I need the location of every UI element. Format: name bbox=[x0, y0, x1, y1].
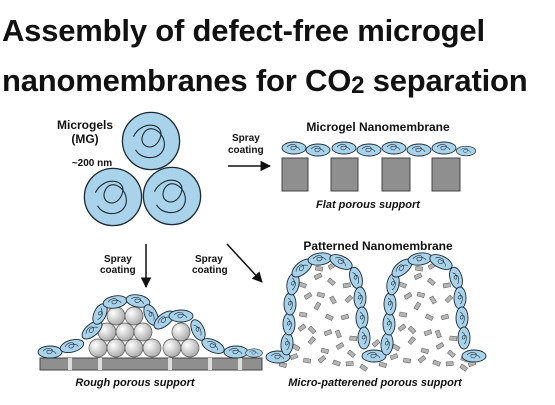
microgels-abbr: (MG) bbox=[71, 132, 98, 146]
coating-label-2: coating bbox=[100, 265, 136, 276]
rough-support-caption: Rough porous support bbox=[75, 377, 195, 389]
microgels-label: Microgels bbox=[57, 118, 113, 132]
micro-patterned-support bbox=[272, 258, 485, 372]
microgel-size-label: ~200 nm bbox=[72, 158, 112, 169]
flat-support bbox=[281, 157, 461, 192]
micro-patterned-caption: Micro-patterened porous support bbox=[288, 377, 463, 389]
flat-membrane-title: Microgel Nanomembrane bbox=[306, 120, 450, 134]
spray-label-3: Spray bbox=[195, 254, 223, 265]
flat-microgel-layer bbox=[281, 141, 476, 157]
spray-label-2: Spray bbox=[104, 254, 132, 265]
coating-label-3: coating bbox=[192, 265, 228, 276]
flat-support-caption: Flat porous support bbox=[316, 199, 421, 211]
arrow-to-patterned bbox=[226, 243, 263, 283]
rough-support bbox=[39, 306, 263, 371]
title-line-2: nanomembranes for CO2 separation bbox=[2, 63, 528, 99]
patterned-membrane-title: Patterned Nanomembrane bbox=[303, 239, 453, 253]
coating-label-1: coating bbox=[228, 145, 264, 156]
spray-label-1: Spray bbox=[232, 133, 260, 144]
title-line-1: Assembly of defect-free microgel bbox=[2, 13, 485, 48]
